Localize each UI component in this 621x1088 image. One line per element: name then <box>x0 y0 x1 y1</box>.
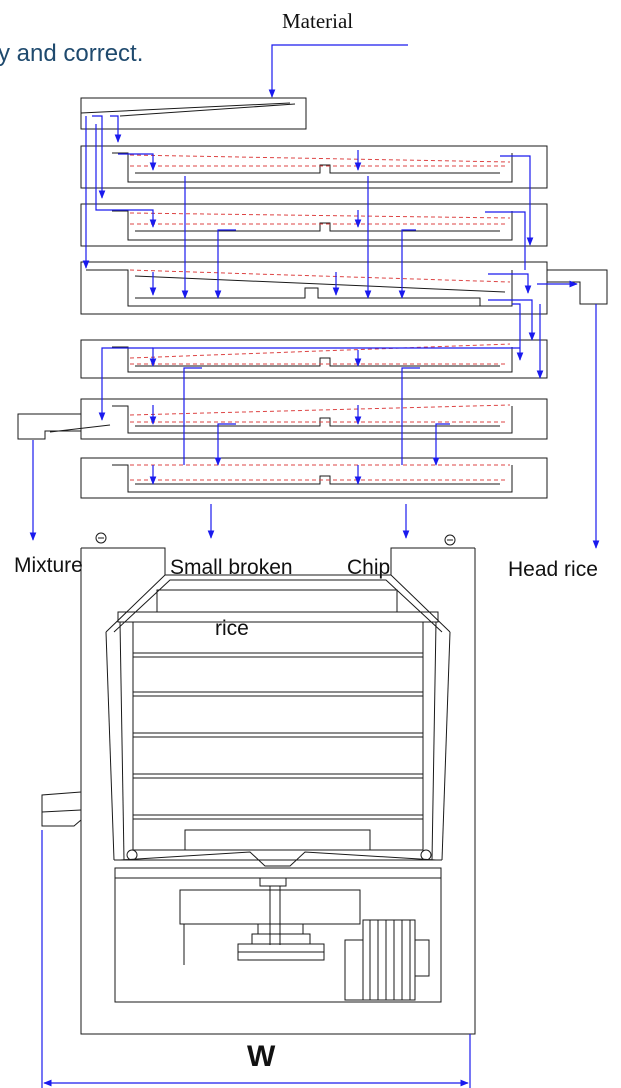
label-rice: rice <box>215 617 249 640</box>
motor-icon <box>344 919 430 1001</box>
sieve-deck-1 <box>80 145 548 189</box>
machine-drawing <box>41 532 476 1088</box>
material-inlet-arrow <box>268 44 408 98</box>
width-dimension <box>41 830 471 1088</box>
label-head-rice: Head rice <box>508 558 598 581</box>
sieve-deck-4 <box>80 339 548 379</box>
sieve-deck-6 <box>80 457 548 499</box>
flow-arrows <box>29 115 600 549</box>
sieve-deck-5 <box>17 398 548 440</box>
flow-schematic <box>17 44 608 549</box>
sieve-deck-3 <box>80 261 608 315</box>
label-small-broken: Small broken <box>170 556 293 579</box>
feeder-tray <box>80 97 307 130</box>
label-chip: Chip <box>347 556 391 579</box>
label-mixture: Mixture <box>14 554 83 577</box>
label-material: Material <box>282 9 354 33</box>
sieve-deck-2 <box>80 203 548 247</box>
label-width: W <box>247 1040 276 1073</box>
header-text: y and correct. <box>0 40 144 67</box>
